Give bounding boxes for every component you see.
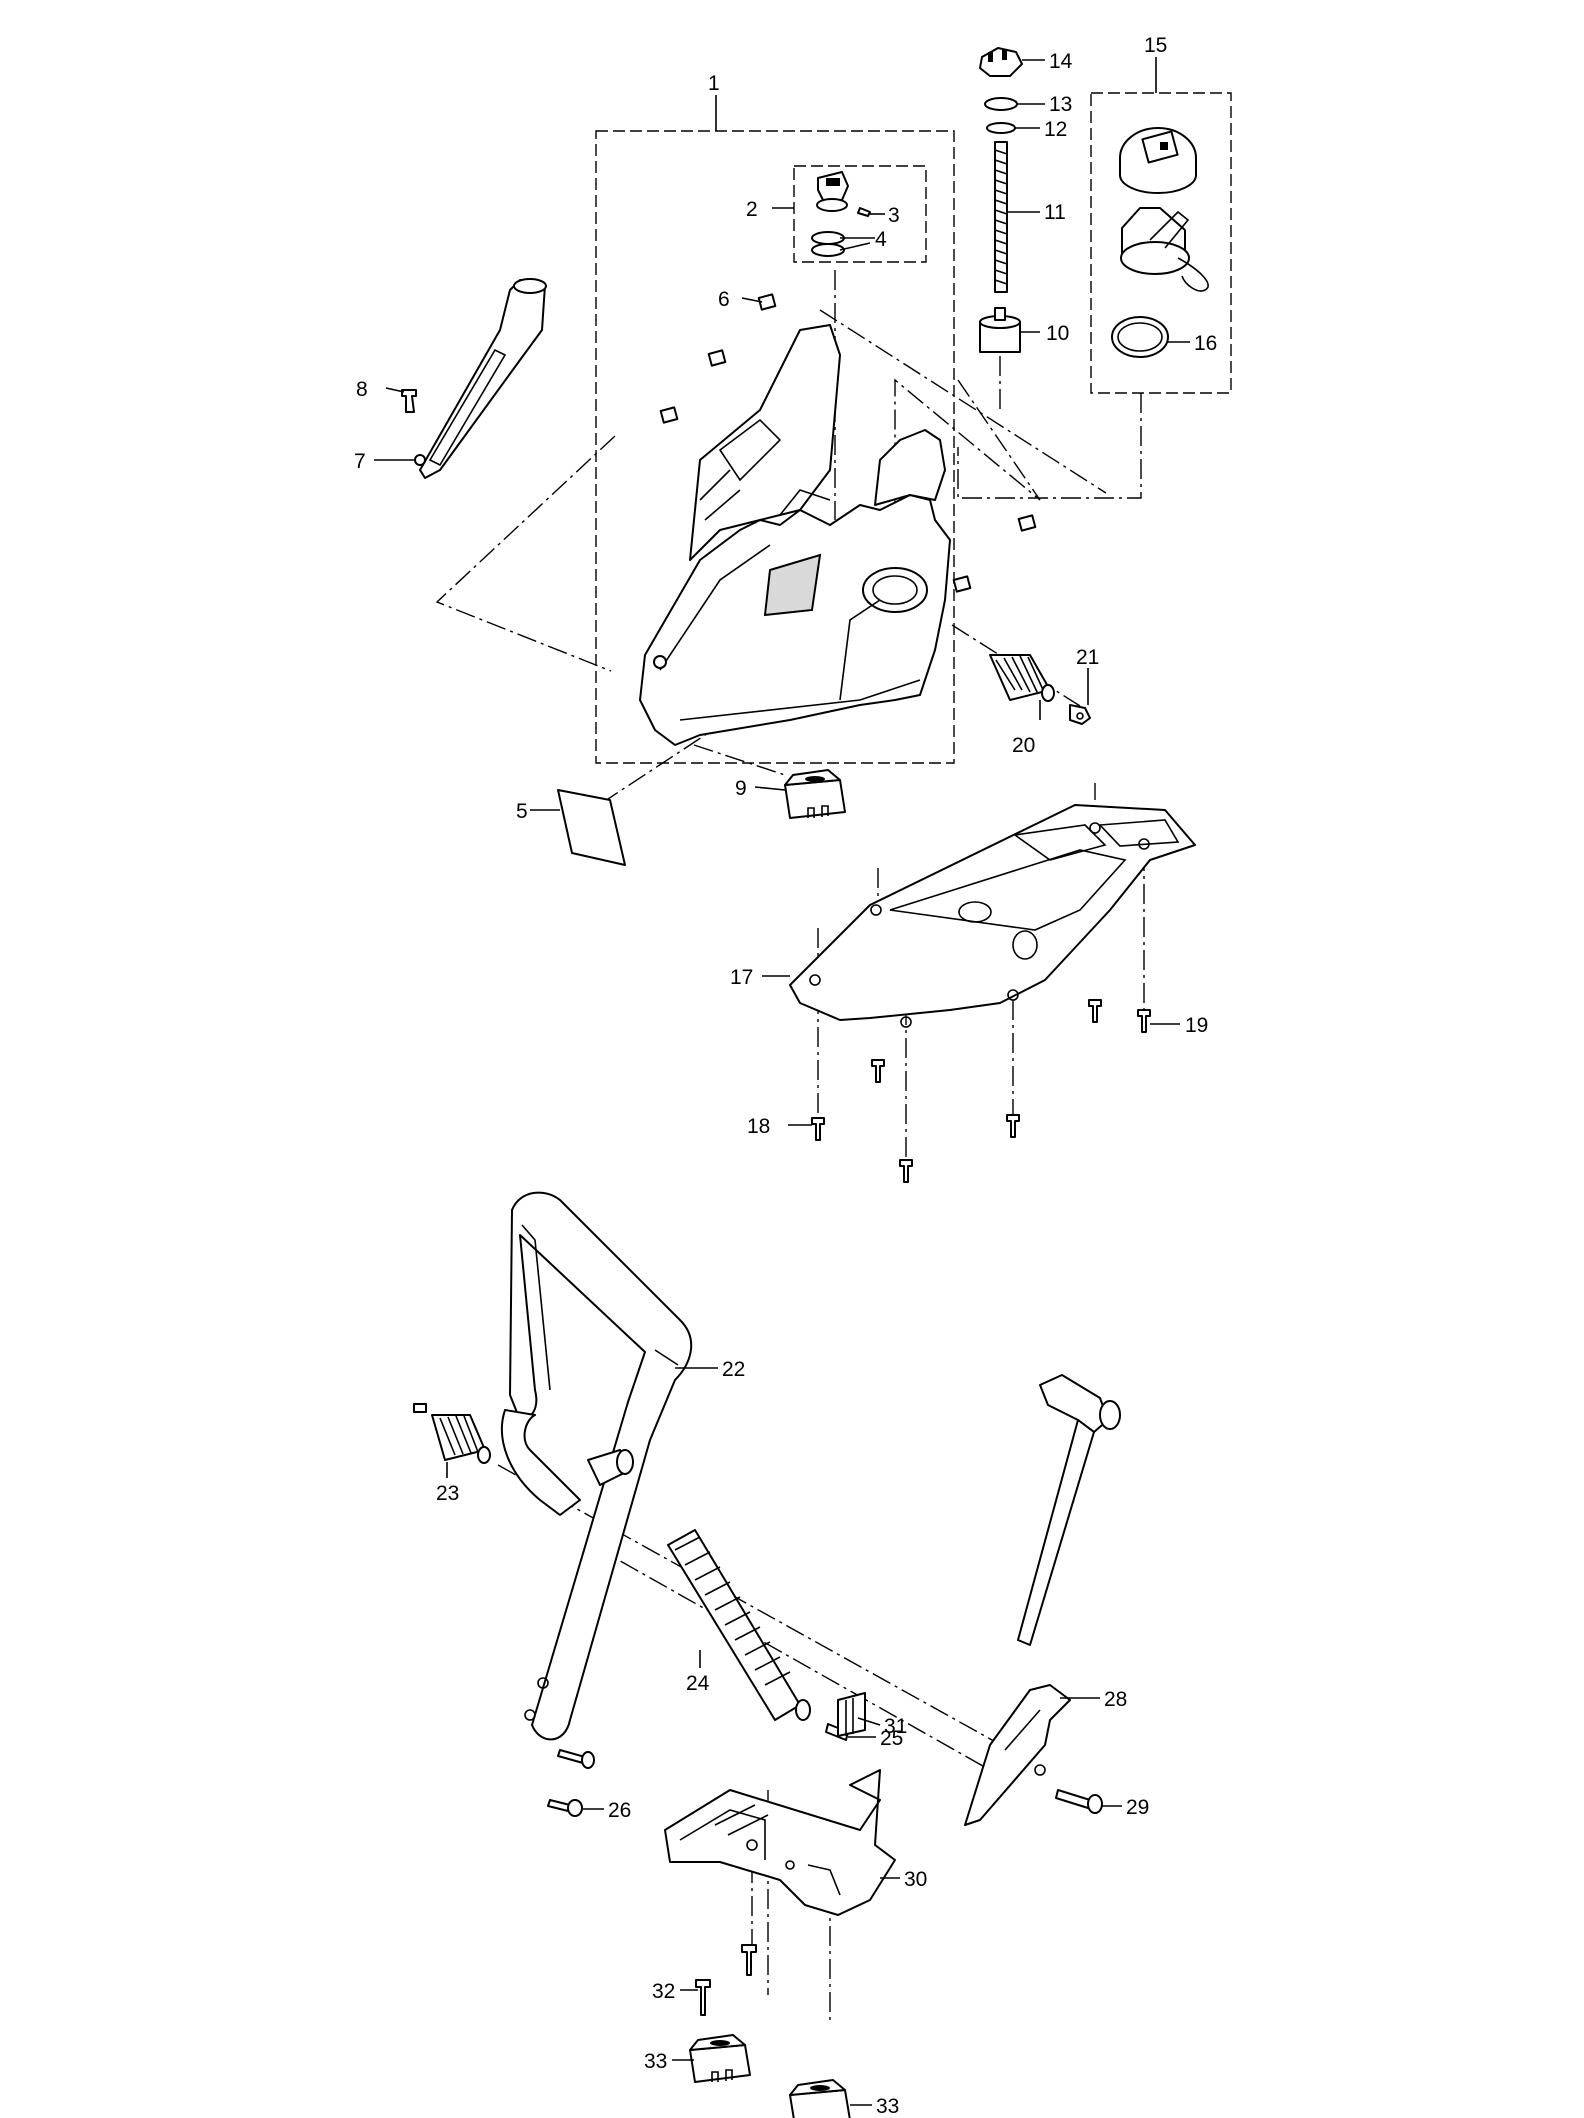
fuel-cap-kit [1111,127,1209,358]
group-box-15 [1090,57,1232,394]
screw-29 [1055,1789,1103,1814]
callout-3: 3 [888,204,900,227]
callout-33b: 33 [876,2095,899,2118]
wrench-insert [837,1692,866,1737]
callout-9: 9 [735,777,747,800]
callout-12: 12 [1044,118,1067,141]
callout-7: 7 [354,450,366,473]
screw-set-plate [811,999,1151,1183]
group-box-2 [772,165,927,263]
callout-17: 17 [730,966,753,989]
callout-31: 31 [884,1715,907,1738]
screw-set-handle [547,1723,849,1817]
callout-30: 30 [904,1868,927,1891]
nut-set [659,293,1037,593]
callout-4: 4 [875,228,887,251]
callout-labels: 1 2 3 4 5 6 7 8 9 10 11 12 13 14 15 16 1… [354,34,1217,2118]
callout-6: 6 [718,288,730,311]
callout-28: 28 [1104,1688,1127,1711]
callout-23: 23 [436,1482,459,1505]
callout-29: 29 [1126,1796,1149,1819]
callout-8: 8 [356,378,368,401]
callout-11: 11 [1044,201,1066,224]
callout-15: 15 [1144,34,1167,57]
wrench-holder [964,1684,1071,1826]
callout-16: 16 [1194,332,1217,355]
callout-24: 24 [686,1672,710,1695]
bottom-plate [789,804,1196,1028]
handle-cover [401,278,547,479]
callout-13: 13 [1049,93,1072,116]
front-handle [500,1191,693,1741]
callout-26: 26 [608,1799,631,1822]
anti-vibration-spring-top [989,654,1091,725]
callout-32: 32 [652,1980,675,2003]
label-part [557,789,626,866]
group-box-1 [595,95,955,764]
callout-20: 20 [1012,734,1035,757]
callout-18: 18 [747,1115,770,1138]
rubber-buffer-bottom-left [689,2034,751,2083]
callout-1: 1 [708,72,720,95]
callout-2: 2 [746,198,758,221]
callout-10: 10 [1046,322,1069,345]
combination-wrench [1017,1374,1121,1646]
callout-22: 22 [722,1358,745,1381]
callout-19: 19 [1185,1014,1208,1037]
mounting-bracket [664,1769,896,1916]
anti-vibration-spring-bottom [667,1529,811,1721]
leader-lines [374,59,1190,2106]
callout-5: 5 [516,800,528,823]
callout-14: 14 [1049,50,1073,73]
callout-21: 21 [1076,646,1099,669]
fuel-tank-housing [639,324,951,746]
rubber-buffer-bottom-right [789,2079,851,2118]
fuel-pickup-assembly [979,47,1023,353]
anti-vibration-spring-left [413,1403,491,1464]
screw-set-bracket [695,1944,757,2016]
callout-25: 25 [880,1727,903,1750]
fuel-cap-small [811,171,871,257]
callout-33a: 33 [644,2050,667,2073]
rubber-buffer-top [784,769,846,819]
